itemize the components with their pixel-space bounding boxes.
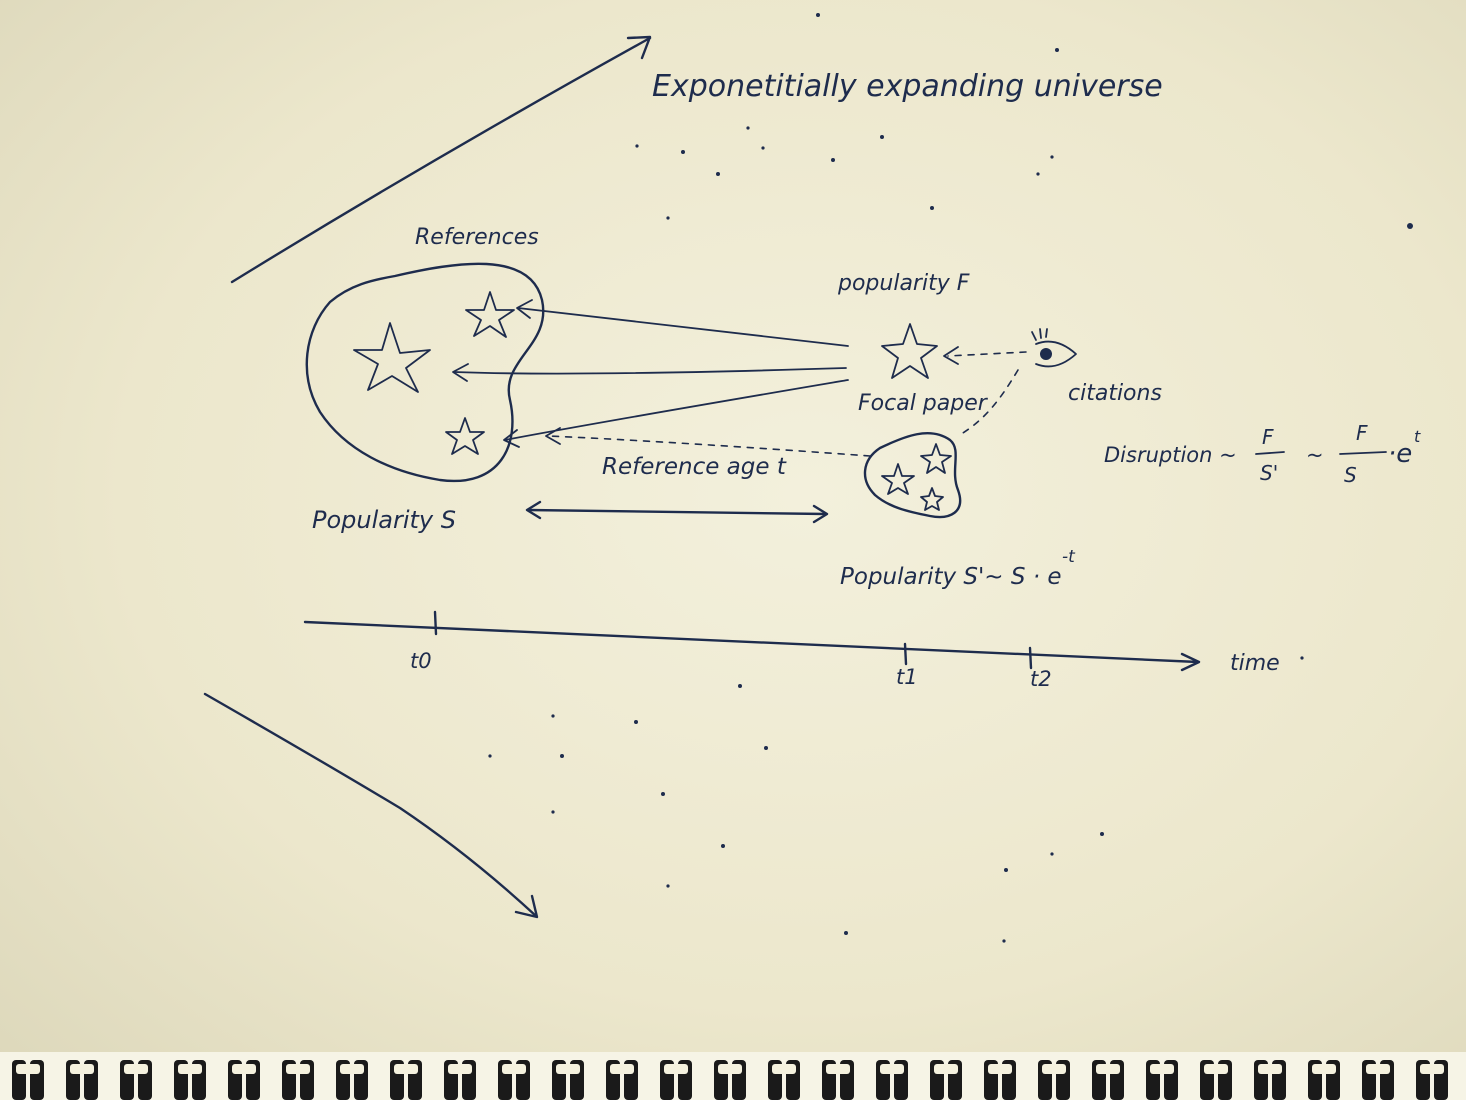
binding-ring [660, 1060, 692, 1100]
background-dots [488, 13, 1413, 943]
binding-ring [12, 1060, 44, 1100]
citation-arrow-middle [452, 363, 847, 382]
eye-icon [1031, 328, 1077, 368]
binding-ring [444, 1060, 476, 1100]
popularity-s-prime-exp: -t [1062, 547, 1076, 567]
binding-ring [120, 1060, 152, 1100]
citation-arrow-bottom [503, 379, 849, 448]
formula-lead: Disruption ~ [1104, 443, 1237, 467]
reference-star-small [445, 417, 485, 455]
formula-frac2-num: F [1356, 421, 1368, 445]
binding-ring [876, 1060, 908, 1100]
tick-label-t1: t1 [896, 665, 918, 689]
binding-ring [552, 1060, 584, 1100]
references-label: References [415, 225, 539, 250]
notebook-spiral-binding [0, 1052, 1466, 1100]
binding-ring [1416, 1060, 1448, 1100]
binding-ring [1308, 1060, 1340, 1100]
binding-ring [282, 1060, 314, 1100]
citation-bracket [957, 369, 1019, 437]
binding-ring [768, 1060, 800, 1100]
formula-frac2-den: S [1344, 463, 1357, 487]
formula-tail: ·e [1388, 439, 1412, 469]
binding-ring [822, 1060, 854, 1100]
lower-expansion-arrow [203, 692, 539, 919]
diagram-title: Exponetitially expanding universe [652, 69, 1163, 104]
binding-ring [1254, 1060, 1286, 1100]
binding-ring [930, 1060, 962, 1100]
focal-ref-star-3 [920, 487, 944, 511]
binding-ring [174, 1060, 206, 1100]
binding-ring [1092, 1060, 1124, 1100]
disruption-formula: Disruption ~ F S' ~ F S ·e t [1104, 421, 1421, 487]
tick-label-t2: t2 [1030, 667, 1052, 691]
formula-tail-exp: t [1414, 427, 1421, 446]
references-cloud [305, 262, 545, 483]
reference-age-arrow [525, 500, 829, 524]
focal-paper-label: Focal paper [858, 391, 989, 416]
tick-label-t0: t0 [410, 649, 432, 673]
observer-dashed-arrow [943, 346, 1027, 365]
binding-ring [336, 1060, 368, 1100]
binding-ring [606, 1060, 638, 1100]
binding-ring [1362, 1060, 1394, 1100]
reference-age-label: Reference age t [602, 454, 787, 480]
reference-dashed-arrow [545, 427, 871, 457]
binding-ring [66, 1060, 98, 1100]
popularity-s-label: Popularity S [312, 506, 456, 534]
binding-ring [390, 1060, 422, 1100]
focal-ref-star-1 [920, 443, 952, 474]
time-axis-label: time [1230, 651, 1280, 676]
binding-ring [1146, 1060, 1178, 1100]
reference-star-large [353, 322, 431, 393]
focal-ref-star-2 [881, 463, 915, 495]
focal-paper-star [881, 323, 938, 379]
popularity-s-prime-label: Popularity S'~ S · e [840, 564, 1062, 590]
citation-arrow-top [516, 299, 849, 347]
binding-ring [1038, 1060, 1070, 1100]
timeline-axis [303, 610, 1201, 672]
citations-label: citations [1068, 381, 1162, 406]
binding-ring [1200, 1060, 1232, 1100]
binding-ring [228, 1060, 260, 1100]
binding-ring [714, 1060, 746, 1100]
formula-tilde: ~ [1306, 443, 1324, 467]
reference-star-top [465, 291, 515, 338]
binding-ring [498, 1060, 530, 1100]
formula-frac1-num: F [1262, 425, 1274, 449]
popularity-f-label: popularity F [837, 271, 970, 296]
formula-frac1-den: S' [1260, 461, 1278, 485]
focal-references-cloud [863, 431, 962, 519]
binding-ring [984, 1060, 1016, 1100]
upper-expansion-arrow [230, 35, 652, 284]
